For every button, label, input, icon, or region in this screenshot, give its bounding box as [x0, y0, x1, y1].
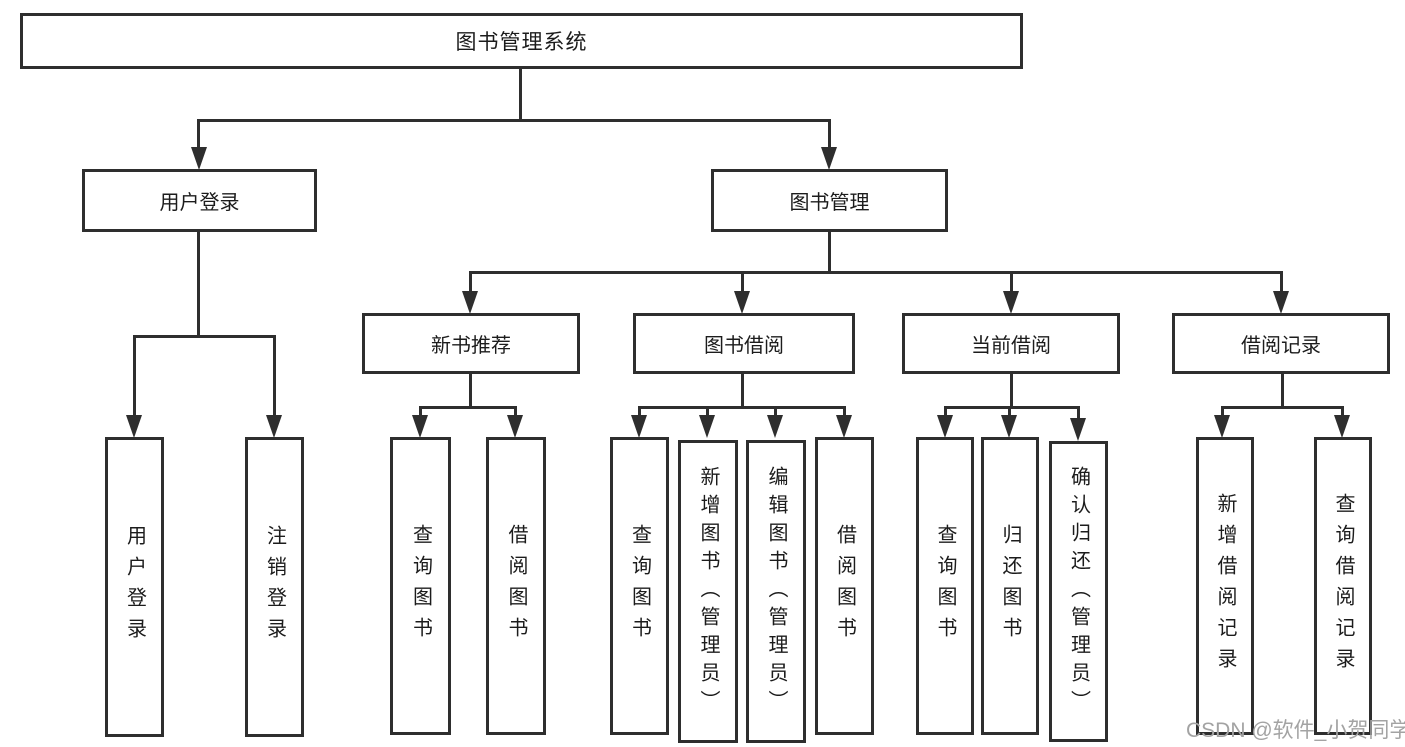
leaf-label: 编辑图书（管理员） [765, 465, 787, 718]
arrowhead-down-icon [1003, 291, 1019, 314]
connector-section-branch [1222, 406, 1344, 409]
arrowhead-down-icon [1070, 418, 1086, 441]
leaf-query-books: 查询图书 [610, 437, 669, 735]
connector-section-branch [638, 406, 846, 409]
leaf-label: 归还图书 [999, 524, 1021, 648]
leaf-query-books: 查询图书 [916, 437, 974, 735]
connector-user-login-stem [197, 229, 200, 337]
leaf-query-books: 查询图书 [390, 437, 451, 735]
node-label: 当前借阅 [971, 335, 1051, 357]
arrowhead-down-icon [1001, 415, 1017, 438]
connector-drop-leaf [1221, 406, 1224, 420]
leaf-borrow-books: 借阅图书 [486, 437, 546, 735]
leaf-label: 借阅图书 [505, 524, 527, 648]
connector-drop-leaf [273, 335, 276, 419]
connector-section-stem [741, 371, 744, 409]
node-label: 借阅记录 [1241, 335, 1321, 357]
connector-user-login-branch [133, 335, 276, 338]
connector-drop-leaf [419, 406, 422, 420]
node-user-login: 用户登录 [82, 169, 317, 232]
connector-drop-leaf [843, 406, 846, 420]
leaf-logout: 注销登录 [245, 437, 304, 737]
connector-drop-section [1280, 271, 1283, 297]
node-book-borrowing: 图书借阅 [633, 313, 855, 374]
connector-drop-section [469, 271, 472, 297]
node-label: 用户登录 [159, 192, 240, 214]
leaf-user-login: 用户登录 [105, 437, 164, 737]
node-book-management: 图书管理 [711, 169, 948, 232]
node-borrowing-records: 借阅记录 [1172, 313, 1390, 374]
leaf-label: 确认归还（管理员） [1067, 465, 1090, 718]
connector-section-stem [1010, 371, 1013, 409]
leaf-label: 用户登录 [123, 525, 146, 649]
csdn-watermark: CSDN @软件_小贺同学 [1186, 719, 1405, 742]
node-new-book-recommend: 新书推荐 [362, 313, 580, 374]
leaf-label: 查询图书 [934, 524, 956, 648]
leaf-return-books: 归还图书 [981, 437, 1039, 735]
connector-drop-leaf [774, 406, 777, 420]
connector-drop-section [1010, 271, 1013, 297]
connector-section-stem [469, 371, 472, 409]
arrowhead-down-icon [126, 415, 142, 438]
arrowhead-down-icon [821, 147, 837, 170]
arrowhead-down-icon [836, 415, 852, 438]
leaf-add-books-admin: 新增图书（管理员） [678, 440, 738, 743]
leaf-label: 新增借阅记录 [1214, 493, 1236, 679]
arrowhead-down-icon [266, 415, 282, 438]
connector-section-stem [1281, 371, 1284, 409]
connector-drop-leaf [133, 335, 136, 419]
arrowhead-down-icon [462, 291, 478, 314]
arrowhead-down-icon [699, 415, 715, 438]
connector-root-branch [198, 119, 831, 122]
arrowhead-down-icon [1214, 415, 1230, 438]
arrowhead-down-icon [412, 415, 428, 438]
node-current-borrowing: 当前借阅 [902, 313, 1120, 374]
connector-drop-leaf [1077, 406, 1080, 424]
leaf-label: 查询图书 [409, 524, 432, 648]
leaf-label: 注销登录 [263, 525, 286, 649]
connector-drop-section [741, 271, 744, 297]
leaf-query-borrow-record: 查询借阅记录 [1314, 437, 1372, 735]
arrowhead-down-icon [507, 415, 523, 438]
arrowhead-down-icon [191, 147, 207, 170]
node-label: 新书推荐 [431, 335, 511, 357]
arrowhead-down-icon [1273, 291, 1289, 314]
arrowhead-down-icon [1334, 415, 1350, 438]
arrowhead-down-icon [937, 415, 953, 438]
leaf-label: 新增图书（管理员） [697, 465, 719, 718]
leaf-label: 借阅图书 [833, 524, 856, 648]
connector-drop-leaf [706, 406, 709, 420]
connector-drop-leaf [1341, 406, 1344, 420]
leaf-label: 查询图书 [628, 524, 651, 648]
connector-drop-leaf [1008, 406, 1011, 420]
arrowhead-down-icon [767, 415, 783, 438]
leaf-confirm-return-admin: 确认归还（管理员） [1049, 441, 1108, 742]
connector-drop-leaf [944, 406, 947, 420]
leaf-borrow-books: 借阅图书 [815, 437, 874, 735]
connector-drop-book-management [828, 119, 831, 151]
leaf-label: 查询借阅记录 [1332, 493, 1354, 679]
connector-drop-user-login [197, 119, 200, 151]
connector-section-branch [419, 406, 517, 409]
connector-section-branch [944, 406, 1080, 409]
connector-root-stem [519, 66, 522, 122]
connector-drop-leaf [514, 406, 517, 420]
connector-book-management-stem [828, 229, 831, 274]
arrowhead-down-icon [631, 415, 647, 438]
node-label: 图书管理 [789, 192, 870, 214]
connector-drop-leaf [638, 406, 641, 420]
node-label: 图书管理系统 [455, 31, 588, 54]
connector-book-management-branch [469, 271, 1283, 274]
leaf-edit-books-admin: 编辑图书（管理员） [746, 440, 806, 743]
arrowhead-down-icon [734, 291, 750, 314]
node-label: 图书借阅 [704, 335, 784, 357]
node-library-management-system: 图书管理系统 [20, 13, 1023, 69]
leaf-add-borrow-record: 新增借阅记录 [1196, 437, 1254, 735]
